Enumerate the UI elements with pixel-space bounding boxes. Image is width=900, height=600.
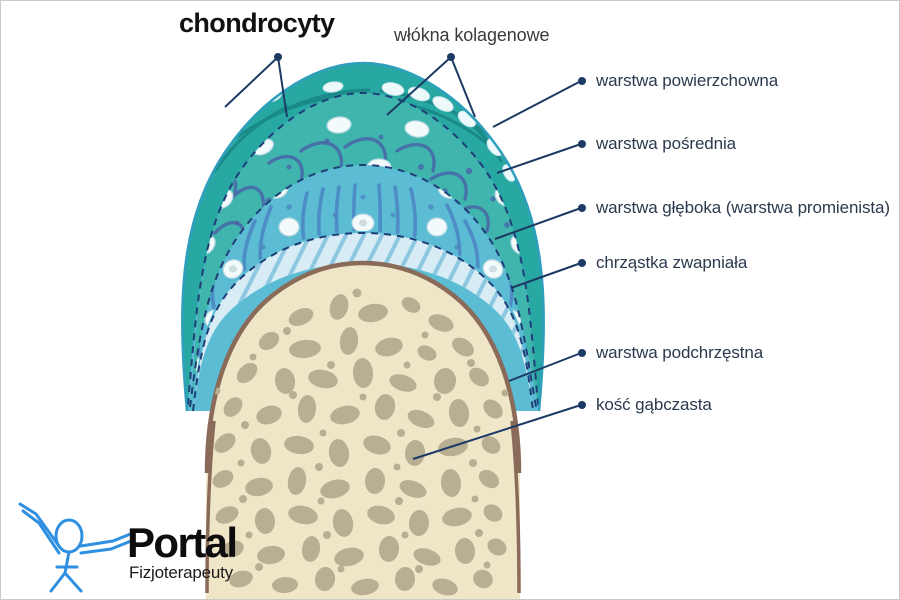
boundary-intermediate-deep — [189, 163, 537, 408]
logo-tagline-text: Fizjoterapeuty — [129, 563, 233, 582]
leader-superficial — [492, 77, 586, 128]
trabecular-bone-texture — [212, 288, 509, 596]
cortical-edge-right — [510, 420, 521, 594]
logo-brand-text: Portal — [127, 519, 238, 566]
leader-intermediate — [496, 140, 586, 174]
logo-figure-icon — [18, 502, 135, 593]
zone-boundary-lines — [187, 91, 539, 412]
leader-subchondral — [508, 349, 586, 382]
callout-intermediate: warstwa pośrednia — [596, 134, 737, 153]
callout-superficial: warstwa powierzchowna — [596, 71, 779, 90]
callout-subchondral: warstwa podchrzęstna — [596, 343, 764, 362]
leader-deep — [494, 204, 586, 240]
leader-kolagenowe — [386, 53, 476, 118]
callout-cancellous: kość gąbczasta — [596, 395, 712, 414]
bone-region — [204, 260, 522, 599]
boundary-superficial-intermediate — [187, 91, 539, 406]
label-chondrocyty: chondrocyty — [179, 8, 335, 38]
leader-calcified — [510, 259, 586, 289]
callout-deep: warstwa głęboka (warstwa promienista) — [596, 198, 890, 217]
cartilage-edge-stroke — [181, 61, 545, 412]
label-wlokna-kolagenowe: włókna kolagenowe — [394, 25, 550, 45]
leader-chondrocyty — [224, 53, 288, 118]
leader-lines — [224, 53, 586, 460]
callout-calcified: chrząstka zwapniała — [596, 253, 748, 272]
boundary-deep-calcified — [192, 231, 534, 412]
bone-body — [206, 263, 520, 599]
cortical-edge-left — [205, 420, 216, 594]
leader-cancellous — [412, 401, 586, 460]
subchondral-plate — [204, 260, 522, 474]
